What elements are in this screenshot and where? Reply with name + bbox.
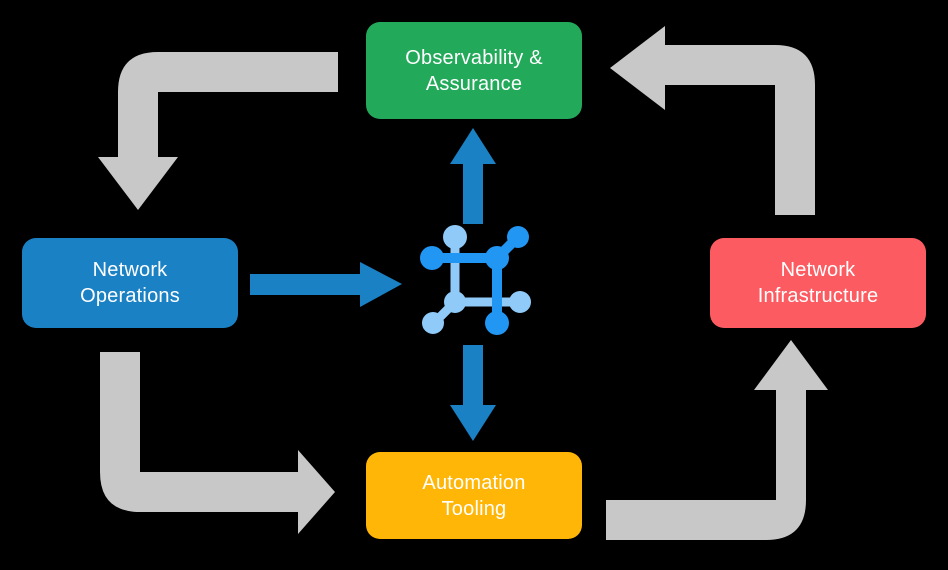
node-label-network-operations: Network Operations [80,259,180,307]
center-arrow-hub-to-automation-tooling [450,345,496,441]
node-box-network-operations[interactable]: Network Operations [22,238,238,328]
center-arrow-hub-to-observability [450,128,496,224]
network-graph-icon [420,225,531,335]
node-label-automation-tooling: Automation Tooling [422,471,526,520]
center-arrow-network-operations-to-hub [250,262,402,307]
node-box-observability[interactable]: Observability & Assurance [366,22,582,119]
node-box-automation-tooling[interactable]: Automation Tooling [366,452,582,539]
node-label-network-infrastructure: Network Infrastructure [757,259,879,307]
node-box-network-infrastructure[interactable]: Network Infrastructure [710,238,926,328]
flow-arrow-observability-to-network-operations [98,52,338,210]
node-label-observability: Observability & Assurance [405,46,543,95]
flow-arrow-automation-tooling-to-network-infrastructure [606,340,828,540]
flow-arrow-network-infrastructure-to-observability [610,26,815,215]
flow-arrow-network-operations-to-automation-tooling [100,352,335,534]
network-icon-dark-nodes [420,226,529,335]
network-icon-light-nodes [422,225,531,334]
